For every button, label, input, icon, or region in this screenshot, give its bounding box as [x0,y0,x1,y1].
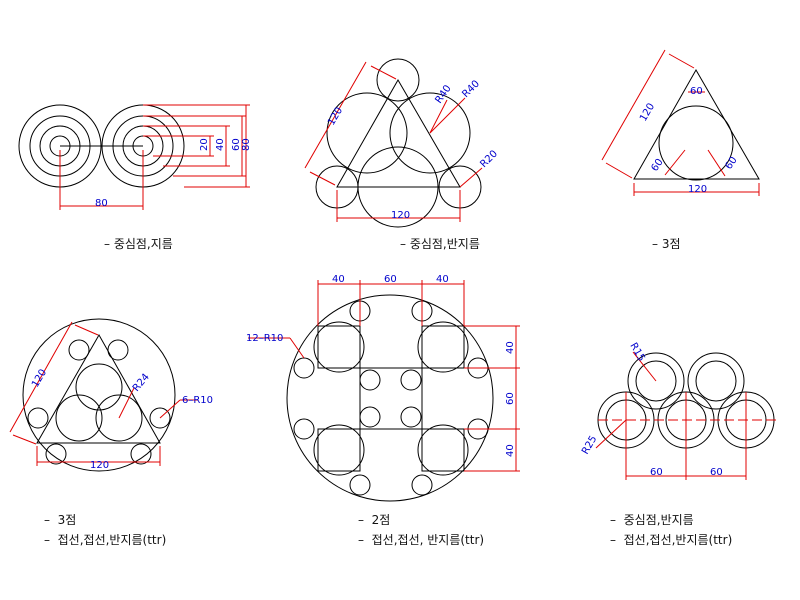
figure-2-dimensions [304,61,483,222]
dim-label-60-left: 60 [650,467,663,478]
caption-fig5-line1: – 2점 [358,513,391,527]
dim-label-120-side: 120 [30,367,49,389]
figure-2-triangle-circles [315,58,482,228]
caption-fig6-line2: – 접선,접선,반지름(ttr) [610,533,733,547]
dim-label-6-r10: 6–R10 [182,395,213,406]
dim-label-60-right: 60 [710,467,723,478]
dim-label-40: 40 [215,138,226,151]
dim-label-40-top-right: 40 [436,274,449,285]
dim-label-r40-b: R40 [460,78,482,100]
caption-fig5-line2: – 접선,접선, 반지름(ttr) [358,533,485,547]
dim-label-80-right: 80 [241,138,252,151]
dim-label-40-right-top: 40 [505,341,516,354]
figure-1-dimensions [59,104,250,210]
dim-label-120-side: 120 [638,101,657,123]
caption-fig4-line1: – 3점 [44,513,77,527]
dim-label-40-top-left: 40 [332,274,345,285]
dim-label-60-right: 60 [723,155,739,172]
dim-label-120-bottom: 120 [90,460,109,471]
dim-label-60-top: 60 [690,86,703,97]
caption-fig4-line2: – 접선,접선,반지름(ttr) [44,533,167,547]
dim-label-80-bottom: 80 [95,198,108,209]
figure-6-dimensions [595,351,776,480]
dim-label-r24: R24 [131,372,152,394]
caption-fig2: – 중심점,반지름 [400,237,480,251]
dim-label-r40-a: R40 [433,83,453,105]
dim-label-r15: R15 [627,341,646,364]
dim-label-60: 60 [231,138,242,151]
dim-label-12-r10: 12–R10 [246,333,283,344]
figure-1-dim-labels: 80 20 40 60 80 [95,138,252,209]
caption-fig1: – 중심점,지름 [104,237,173,251]
figure-4-dimensions [9,321,198,466]
figure-1-concentric-circles [18,104,185,188]
figure-5-dimensions [248,280,520,472]
dim-label-120-side: 120 [326,105,345,127]
dim-label-20: 20 [199,138,210,151]
figure-4-circle-triangle [22,318,176,472]
dim-label-r25: R25 [580,434,599,457]
figure-5-circle-squares [286,294,494,502]
dim-label-120-bottom: 120 [688,184,707,195]
figure-3-dimensions [601,49,760,196]
dim-label-60-right: 60 [505,392,516,405]
caption-fig6-line1: – 중심점,반지름 [610,513,694,527]
dim-label-40-right-bottom: 40 [505,444,516,457]
figure-3-triangle-circle [633,68,760,181]
dim-label-60-top: 60 [384,274,397,285]
dim-label-120-bottom: 120 [391,210,410,221]
caption-fig3: – 3점 [652,237,681,251]
dim-label-r20: R20 [478,148,500,170]
figure-5-dim-labels: 12–R10 40 60 40 40 60 40 [246,274,516,457]
